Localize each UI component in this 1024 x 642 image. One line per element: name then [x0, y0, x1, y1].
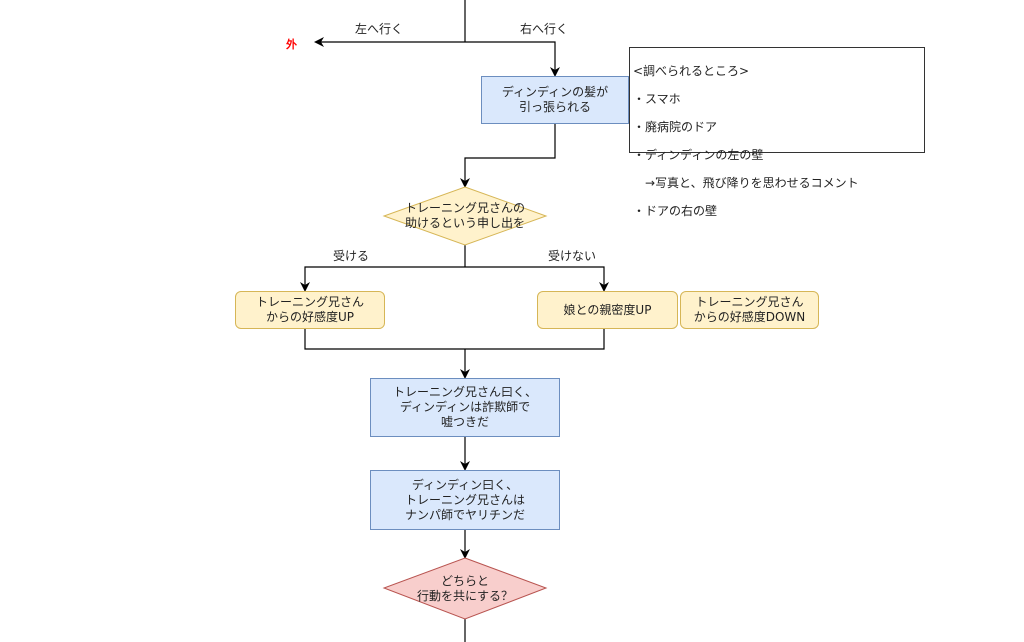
outcome-daughter-intimacy-up[interactable]: 娘との親密度UP [537, 291, 678, 329]
decision2-shape [382, 557, 548, 620]
process-trainer-claims[interactable]: トレーニング兄さん曰く、 ディンディンは詐欺師で 嘘つきだ [370, 378, 560, 437]
process-hair-pulled[interactable]: ディンディンの髪が 引っ張られる [481, 76, 629, 124]
note-item: ・廃病院のドア [633, 120, 718, 134]
edge-merge-accept [304, 328, 465, 350]
edge-label-accept: 受ける [331, 249, 372, 263]
decision1-shape [382, 186, 548, 246]
edge-go-right [465, 41, 560, 77]
edge-label-go-right: 右へ行く [518, 22, 571, 36]
note-item: →写真と、飛び降りを思わせるコメント [633, 176, 859, 190]
note-item: ・ドアの右の壁 [633, 204, 718, 218]
note-item: ・スマホ [633, 92, 681, 106]
edge-merge-decline [465, 328, 605, 350]
outcome-trainer-affinity-down[interactable]: トレーニング兄さん からの好感度DOWN [680, 291, 819, 329]
note-title: <調べられるところ> [633, 64, 750, 78]
decision-who-to-follow[interactable]: どちらと 行動を共にする？ [416, 573, 514, 603]
edge-accept [300, 266, 465, 292]
decision-accept-help[interactable]: トレーニング兄さんの 助けるという申し出を [404, 201, 525, 230]
edge-label-decline: 受けない [546, 249, 599, 263]
edge-label-go-left: 左へ行く [353, 22, 406, 36]
edge-decline [465, 266, 609, 292]
edge-process1-decision1 [460, 123, 556, 188]
process-dingding-claims[interactable]: ディンディン曰く、 トレーニング兄さんは ナンパ師でヤリチンだ [370, 470, 560, 530]
outcome-trainer-affinity-up[interactable]: トレーニング兄さん からの好感度UP [235, 291, 385, 329]
dead-end-label: 外 [286, 38, 297, 51]
investigation-note: <調べられるところ> ・スマホ ・廃病院のドア ・ディンディンの左の壁 →写真と… [629, 47, 925, 218]
note-item: ・ディンディンの左の壁 [633, 148, 764, 162]
